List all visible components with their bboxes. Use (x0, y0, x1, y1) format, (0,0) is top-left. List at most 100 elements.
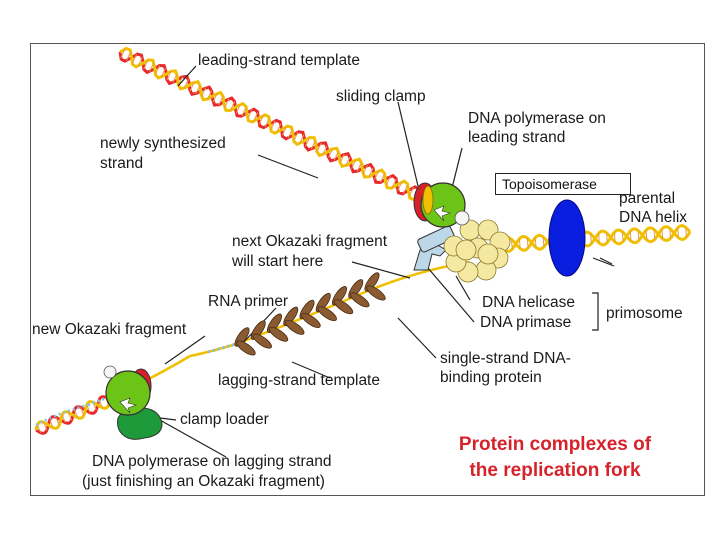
parental-helix-rung (669, 228, 672, 239)
leading-arm-rung (143, 59, 149, 70)
ssb-leaf (252, 333, 272, 349)
lagging-duplex-rung (104, 397, 109, 406)
label-newly-synthesized-1: newly synthesized (100, 135, 226, 152)
leading-arm-rung (362, 165, 368, 175)
lagging-duplex-rung (55, 417, 60, 426)
leading-arm-rung (368, 167, 374, 178)
ssb-leaf (301, 312, 321, 329)
polymerase-bead (454, 210, 470, 226)
label-dna-polymerase-leading-2: leading strand (468, 129, 566, 146)
parental-helix-rung (613, 232, 616, 243)
arrow-icon (433, 205, 452, 222)
leading-arm-rung (345, 156, 351, 167)
leading-arm-rung (183, 79, 189, 89)
leading-arm-rung (247, 109, 253, 119)
ssb-leaf (236, 340, 256, 356)
leading-arm-rung (299, 134, 305, 144)
leading-arm-rung (195, 84, 201, 95)
leading-arm-rung (149, 62, 155, 72)
title-line-2: the replication fork (469, 460, 641, 481)
label-dna-helicase: DNA helicase (482, 294, 576, 311)
dna-helicase-shape (443, 219, 511, 283)
leading-arm-rung (131, 54, 138, 64)
leading-clamp-dna (422, 185, 434, 215)
lagging-duplex-rung (43, 422, 48, 431)
parental-helix-rung (645, 230, 648, 240)
label-sliding-clamp: sliding clamp (336, 88, 426, 105)
label-leading-strand-template: leading-strand template (198, 52, 360, 69)
label-dna-polymerase-leading-1: DNA polymerase on (468, 110, 606, 127)
title-line-1: Protein complexes of (458, 434, 652, 455)
leading-arm-rung (322, 145, 328, 155)
helicase-subunit (477, 243, 499, 265)
parental-helix-rung (590, 233, 592, 244)
parental-helix-rung (526, 238, 529, 249)
label-new-okazaki: new Okazaki fragment (32, 321, 187, 338)
arrow-icon (119, 397, 138, 414)
leading-arm-rung (397, 181, 403, 191)
parental-helix-b (498, 225, 692, 252)
leading-arm-rung (154, 65, 161, 75)
leading-arm-rung (241, 106, 247, 117)
leading-arm-rung (252, 112, 259, 122)
ssb-leaf (366, 285, 386, 301)
dna-polymerase-lagging (105, 370, 151, 416)
leading-arm-rung (374, 170, 380, 180)
ssb-leaf (350, 292, 370, 308)
parental-helix-rung (518, 238, 521, 249)
lagging-duplex-rung (80, 407, 85, 416)
leading-arm-b (119, 46, 421, 202)
leading-arm-rung (310, 140, 316, 150)
leading-arm-rung (166, 70, 172, 81)
lagging-duplex-rung (74, 409, 79, 418)
leading-arm-rung (229, 101, 236, 111)
leading-arm-rung (402, 184, 409, 194)
primosome-bracket (592, 292, 599, 331)
ssb-leaf (268, 326, 289, 342)
label-clamp-loader: clamp loader (180, 411, 269, 428)
leading-arm-rung (212, 93, 218, 103)
leading-arm-rung (270, 120, 276, 131)
rna-primer-mark (207, 342, 237, 354)
leading-arm-rung (351, 159, 357, 169)
polymerase-bead (103, 365, 117, 379)
helicase-subunit (455, 239, 477, 261)
leading-arm-rung (264, 117, 270, 128)
parental-helix-rung (637, 230, 640, 241)
ssb-proteins (234, 272, 386, 356)
leading-arm-rung (408, 187, 414, 197)
label-ssb-2: binding protein (440, 369, 542, 386)
parental-helix-rung (606, 232, 608, 243)
leading-arm-rung (160, 68, 166, 78)
lagging-duplex-b (34, 399, 112, 431)
topoisomerase-shape (548, 199, 586, 277)
leading-arm-rung (379, 173, 386, 183)
parental-helix-rung (621, 231, 624, 242)
leading-arm-rung (137, 57, 143, 67)
leading-arm-rung (120, 48, 126, 59)
left-primer (35, 403, 89, 427)
label-dna-primase: DNA primase (480, 314, 572, 331)
label-pol-lagging-1: DNA polymerase on lagging strand (92, 453, 332, 470)
parental-helix-rung (653, 229, 656, 240)
parental-helix-rung (598, 233, 600, 244)
label-rna-primer: RNA primer (208, 293, 289, 310)
label-pol-lagging-2: (just finishing an Okazaki fragment) (82, 473, 325, 490)
label-next-okazaki-2: will start here (232, 253, 324, 270)
parental-helix-rung (661, 228, 664, 239)
ssb-leaf (285, 319, 305, 335)
parental-helix-rung (542, 237, 545, 247)
lagging-duplex-rung (98, 399, 103, 408)
leading-arm-rung (258, 115, 264, 125)
leading-arm-rung (281, 126, 288, 136)
leading-arm-rung (339, 153, 345, 164)
label-lagging-template: lagging-strand template (218, 372, 380, 389)
primase-cap (417, 225, 455, 253)
leading-arm-rung (391, 178, 397, 189)
leading-arm-rung (356, 162, 363, 172)
leading-arm-rung (287, 129, 293, 139)
leading-arm-rung (385, 176, 391, 186)
leading-arm-rung (327, 148, 334, 158)
leading-arm-rung (206, 90, 213, 100)
leading-arm-rung (276, 123, 282, 133)
